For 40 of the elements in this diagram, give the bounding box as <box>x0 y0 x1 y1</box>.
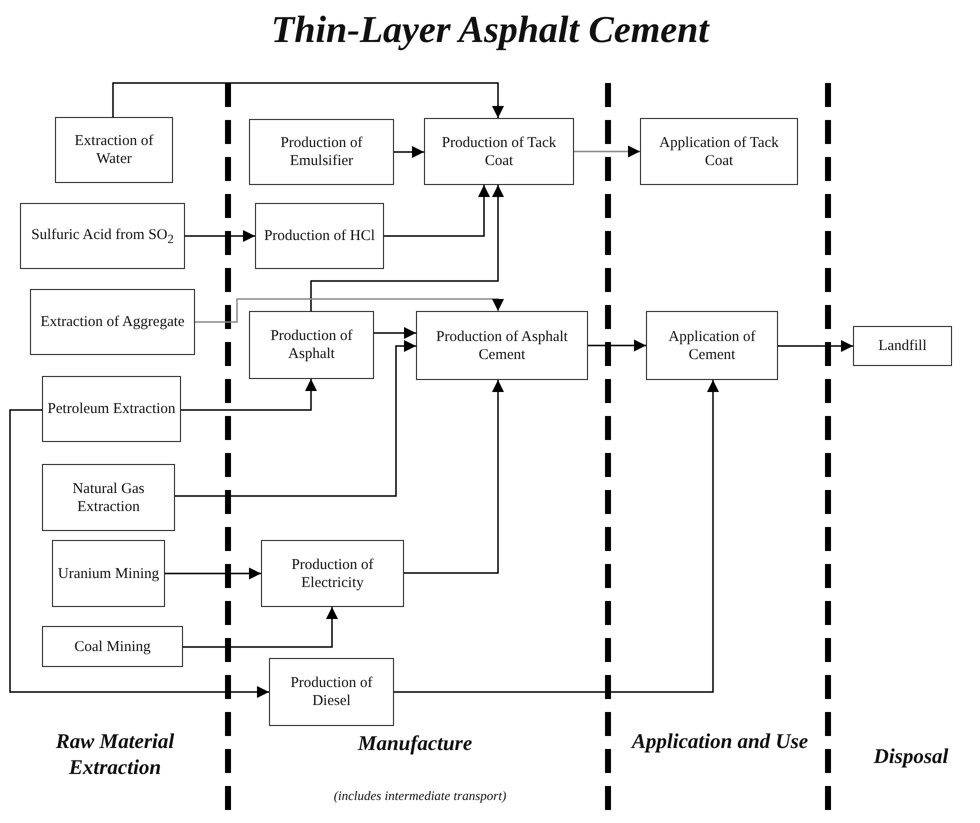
phase-note: (includes intermediate transport) <box>332 788 508 804</box>
process-box: Sulfuric Acid from SO$_{2}$ <box>20 203 185 269</box>
arrow <box>181 379 317 411</box>
arrow <box>165 568 261 580</box>
arrow <box>185 230 255 242</box>
process-box: Production of Electricity <box>261 540 404 607</box>
arrow <box>183 607 338 648</box>
arrow <box>778 340 853 352</box>
arrow <box>195 298 504 323</box>
arrow <box>384 185 490 237</box>
process-box: Uranium Mining <box>52 540 165 607</box>
arrow <box>394 146 424 158</box>
process-box: Petroleum Extraction <box>42 376 181 442</box>
arrow <box>9 409 269 698</box>
phase-label: Raw Material Extraction <box>54 728 176 780</box>
arrow <box>394 380 719 693</box>
arrow <box>588 340 646 352</box>
process-box: Production of Tack Coat <box>424 118 574 185</box>
arrow <box>574 146 640 158</box>
process-box: Landfill <box>853 326 952 366</box>
process-box: Extraction of Water <box>55 117 173 183</box>
process-box: Coal Mining <box>42 626 183 667</box>
process-box: Production of Emulsifier <box>249 119 394 185</box>
process-box: Natural Gas Extraction <box>42 464 175 531</box>
process-box: Application of Cement <box>646 311 778 380</box>
phase-label: Manufacture <box>356 730 474 756</box>
arrow <box>112 82 504 118</box>
diagram-title: Thin-Layer Asphalt Cement <box>270 8 711 52</box>
arrow <box>175 340 416 497</box>
process-box: Extraction of Aggregate <box>30 289 195 355</box>
phase-label: Application and Use <box>630 728 810 754</box>
arrow <box>310 185 504 311</box>
process-box: Production of Asphalt Cement <box>416 311 588 380</box>
process-box: Production of Diesel <box>269 658 394 726</box>
phase-label: Disposal <box>872 743 950 770</box>
process-box: Application of Tack Coat <box>640 118 798 185</box>
process-box: Production of Asphalt <box>249 311 374 379</box>
arrow <box>374 327 416 339</box>
process-box: Production of HCl <box>255 203 384 269</box>
arrow <box>404 380 504 574</box>
